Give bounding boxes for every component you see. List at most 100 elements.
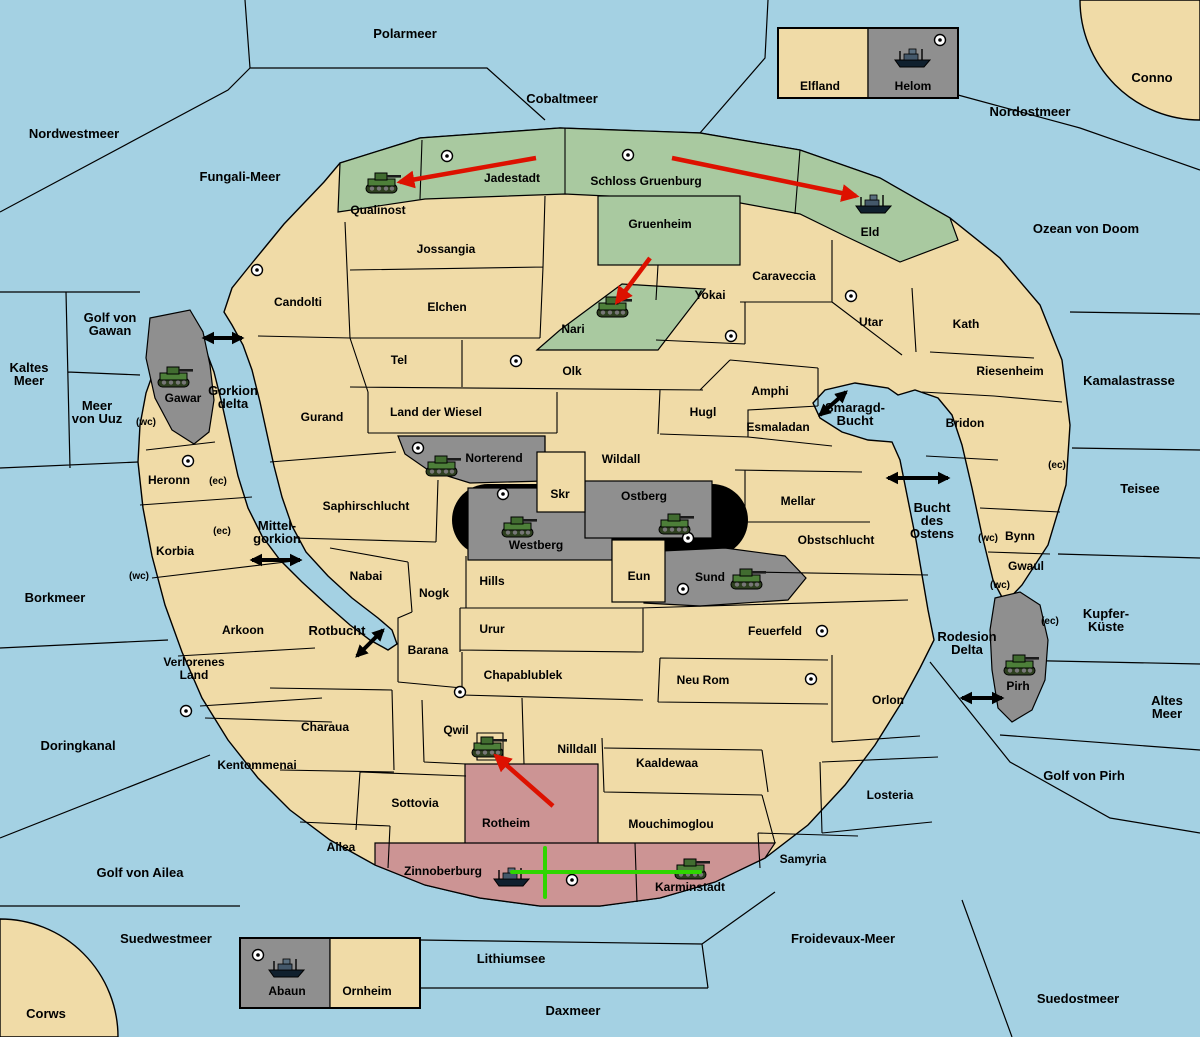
label-line[interactable]: Tel bbox=[391, 353, 407, 367]
label-line[interactable]: Charaua bbox=[301, 720, 349, 734]
label-line[interactable]: Ostberg bbox=[621, 489, 667, 503]
label-line[interactable]: Verlorenes bbox=[163, 655, 225, 669]
label-line[interactable]: Heronn bbox=[148, 473, 190, 487]
label-line[interactable]: Mellar bbox=[781, 494, 816, 508]
label-line[interactable]: Land bbox=[180, 668, 209, 682]
territory-label-ornheim[interactable]: Ornheim bbox=[342, 984, 391, 998]
label-line[interactable]: Bridon bbox=[946, 416, 985, 430]
territory-label-mouchimoglou[interactable]: Mouchimoglou bbox=[628, 817, 713, 831]
territory-label-olk[interactable]: Olk bbox=[562, 364, 582, 378]
territory-label-amphi[interactable]: Amphi bbox=[751, 384, 788, 398]
territory-label-barana[interactable]: Barana bbox=[408, 643, 449, 657]
label-line[interactable]: Gurand bbox=[301, 410, 344, 424]
label-line[interactable]: Norterend bbox=[465, 451, 522, 465]
label-line[interactable]: Urur bbox=[479, 622, 505, 636]
label-line[interactable]: Yokai bbox=[694, 288, 725, 302]
territory-label-mellar[interactable]: Mellar bbox=[781, 494, 816, 508]
territory-label-hills[interactable]: Hills bbox=[479, 574, 505, 588]
territory-label-eun[interactable]: Eun bbox=[628, 569, 651, 583]
label-line[interactable]: Esmaladan bbox=[746, 420, 809, 434]
territory-label-urur[interactable]: Urur bbox=[479, 622, 505, 636]
territory-label-caraveccia[interactable]: Caraveccia bbox=[752, 269, 816, 283]
territory-label-jossangia[interactable]: Jossangia bbox=[417, 242, 476, 256]
label-line[interactable]: Schloss Gruenburg bbox=[590, 174, 701, 188]
territory-label-nari[interactable]: Nari bbox=[561, 322, 584, 336]
territory-label-wildall[interactable]: Wildall bbox=[602, 452, 641, 466]
label-line[interactable]: Gawar bbox=[165, 391, 202, 405]
label-line[interactable]: Kaaldewaa bbox=[636, 756, 698, 770]
label-line[interactable]: Orlon bbox=[872, 693, 904, 707]
label-line[interactable]: Qwil bbox=[443, 723, 468, 737]
territory-label-pirh[interactable]: Pirh bbox=[1006, 679, 1029, 693]
label-line[interactable]: Sottovia bbox=[391, 796, 439, 810]
territory-label-kath[interactable]: Kath bbox=[953, 317, 980, 331]
territory-label-tel[interactable]: Tel bbox=[391, 353, 407, 367]
territory-label-norterend[interactable]: Norterend bbox=[465, 451, 522, 465]
territory-label-gurand[interactable]: Gurand bbox=[301, 410, 344, 424]
label-line[interactable]: Barana bbox=[408, 643, 449, 657]
label-line[interactable]: Wildall bbox=[602, 452, 641, 466]
label-line[interactable]: Eld bbox=[861, 225, 880, 239]
territory-label-arkoon[interactable]: Arkoon bbox=[222, 623, 264, 637]
label-line[interactable]: Abaun bbox=[268, 984, 305, 998]
territory-label-kentommenai[interactable]: Kentommenai bbox=[217, 758, 296, 772]
territory-label-ailea[interactable]: Ailea bbox=[327, 840, 356, 854]
territory-label-utar[interactable]: Utar bbox=[859, 315, 883, 329]
label-line[interactable]: Korbia bbox=[156, 544, 194, 558]
label-line[interactable]: Eun bbox=[628, 569, 651, 583]
territory-label-skr[interactable]: Skr bbox=[550, 487, 570, 501]
territory-label-samyria[interactable]: Samyria bbox=[780, 852, 827, 866]
label-line[interactable]: Zinnoberburg bbox=[404, 864, 482, 878]
territory-label-candolti[interactable]: Candolti bbox=[274, 295, 322, 309]
label-line[interactable]: Kentommenai bbox=[217, 758, 296, 772]
label-line[interactable]: Saphirschlucht bbox=[323, 499, 410, 513]
label-line[interactable]: Bynn bbox=[1005, 529, 1035, 543]
label-line[interactable]: Amphi bbox=[751, 384, 788, 398]
territory-label-bynn[interactable]: Bynn bbox=[1005, 529, 1035, 543]
label-line[interactable]: Skr bbox=[550, 487, 570, 501]
territory-label-feuerfeld[interactable]: Feuerfeld bbox=[748, 624, 802, 638]
label-line[interactable]: Utar bbox=[859, 315, 883, 329]
territory-label-hugl[interactable]: Hugl bbox=[690, 405, 717, 419]
label-line[interactable]: Gwaul bbox=[1008, 559, 1044, 573]
label-line[interactable]: Chapablublek bbox=[484, 668, 563, 682]
label-line[interactable]: Qualinost bbox=[350, 203, 405, 217]
label-line[interactable]: Nabai bbox=[350, 569, 383, 583]
label-line[interactable]: Land der Wiesel bbox=[390, 405, 482, 419]
label-line[interactable]: Elfland bbox=[800, 79, 840, 93]
territory-label-nabai[interactable]: Nabai bbox=[350, 569, 383, 583]
territory-label-land-der-wiesel[interactable]: Land der Wiesel bbox=[390, 405, 482, 419]
territory-label-ostberg[interactable]: Ostberg bbox=[621, 489, 667, 503]
territory-label-kaaldewaa[interactable]: Kaaldewaa bbox=[636, 756, 698, 770]
label-line[interactable]: Karminstadt bbox=[655, 880, 725, 894]
label-line[interactable]: Gruenheim bbox=[628, 217, 691, 231]
label-line[interactable]: Hugl bbox=[690, 405, 717, 419]
territory-label-charaua[interactable]: Charaua bbox=[301, 720, 349, 734]
territory-label-esmaladan[interactable]: Esmaladan bbox=[746, 420, 809, 434]
label-line[interactable]: Obstschlucht bbox=[798, 533, 875, 547]
label-line[interactable]: Riesenheim bbox=[976, 364, 1043, 378]
territory-label-obstschlucht[interactable]: Obstschlucht bbox=[798, 533, 875, 547]
territory-label-sund[interactable]: Sund bbox=[695, 570, 725, 584]
territory-label-orlon[interactable]: Orlon bbox=[872, 693, 904, 707]
territory-label-elfland[interactable]: Elfland bbox=[800, 79, 840, 93]
label-line[interactable]: Nari bbox=[561, 322, 584, 336]
territory-label-nogk[interactable]: Nogk bbox=[419, 586, 449, 600]
label-line[interactable]: Losteria bbox=[867, 788, 914, 802]
label-line[interactable]: Neu Rom bbox=[677, 673, 730, 687]
label-line[interactable]: Ailea bbox=[327, 840, 356, 854]
territory-label-korbia[interactable]: Korbia bbox=[156, 544, 194, 558]
territory-label-karminstadt[interactable]: Karminstadt bbox=[655, 880, 725, 894]
label-line[interactable]: Olk bbox=[562, 364, 582, 378]
territory-label-qualinost[interactable]: Qualinost bbox=[350, 203, 405, 217]
label-line[interactable]: Nilldall bbox=[557, 742, 596, 756]
label-line[interactable]: Mouchimoglou bbox=[628, 817, 713, 831]
label-line[interactable]: Elchen bbox=[427, 300, 466, 314]
label-line[interactable]: Kath bbox=[953, 317, 980, 331]
label-line[interactable]: Jossangia bbox=[417, 242, 476, 256]
label-line[interactable]: Jadestadt bbox=[484, 171, 540, 185]
label-line[interactable]: Sund bbox=[695, 570, 725, 584]
label-line[interactable]: Westberg bbox=[509, 538, 563, 552]
territory-label-nilldall[interactable]: Nilldall bbox=[557, 742, 596, 756]
